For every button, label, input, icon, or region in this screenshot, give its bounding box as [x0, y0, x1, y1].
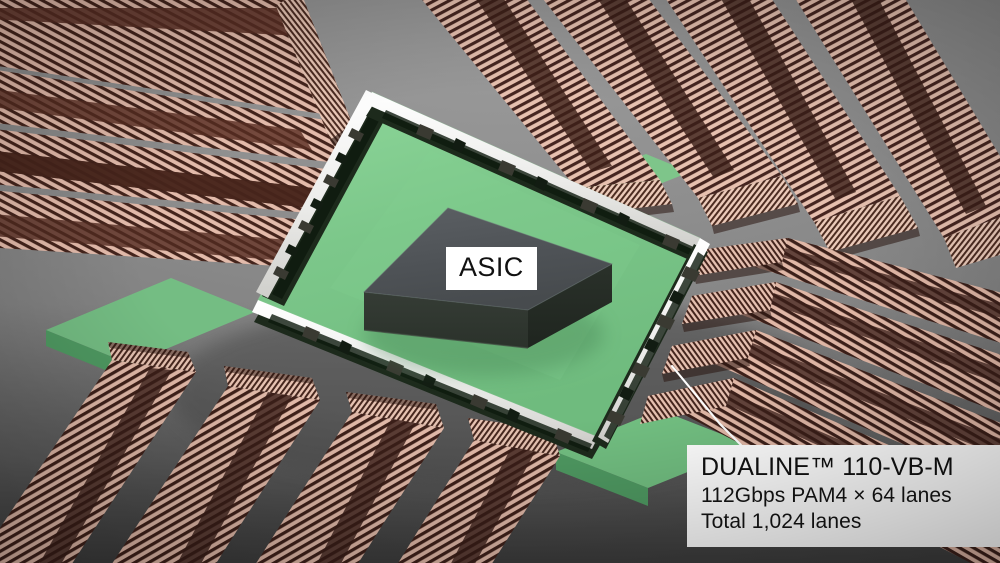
cable-fanout	[814, 196, 918, 252]
callout-spec-line-1: 112Gbps PAM4 × 64 lanes	[701, 483, 992, 510]
cable-fanout	[682, 282, 776, 324]
connector-row-bottom-right	[592, 238, 710, 449]
cable-bank-bottom-left	[0, 342, 560, 563]
asic-face-front-right	[528, 264, 612, 348]
cable-fanout	[640, 378, 734, 424]
cable-ribbon	[536, 0, 782, 198]
cable-fanout	[468, 418, 560, 456]
callout-product-title: DUALINE™ 110-VB-M	[701, 453, 992, 483]
connector-row-top-right	[366, 92, 704, 262]
connector-row-bottom-left	[252, 300, 600, 459]
callout-leader-line	[670, 364, 744, 448]
asic-label: ASIC	[446, 247, 537, 290]
callout-spec-line-2: Total 1,024 lanes	[701, 509, 992, 536]
product-callout-box: DUALINE™ 110-VB-M 112Gbps PAM4 × 64 lane…	[687, 445, 1000, 548]
cable-fanout	[694, 238, 788, 276]
cable-ribbon	[692, 282, 1000, 424]
cable-bank-top-right	[414, 0, 1000, 268]
cable-fanout	[944, 206, 1000, 268]
cable-fanout	[698, 176, 798, 226]
cable-fanout	[662, 330, 756, 374]
connector-row-top-left	[256, 90, 392, 306]
cable-fanout	[276, 0, 352, 140]
